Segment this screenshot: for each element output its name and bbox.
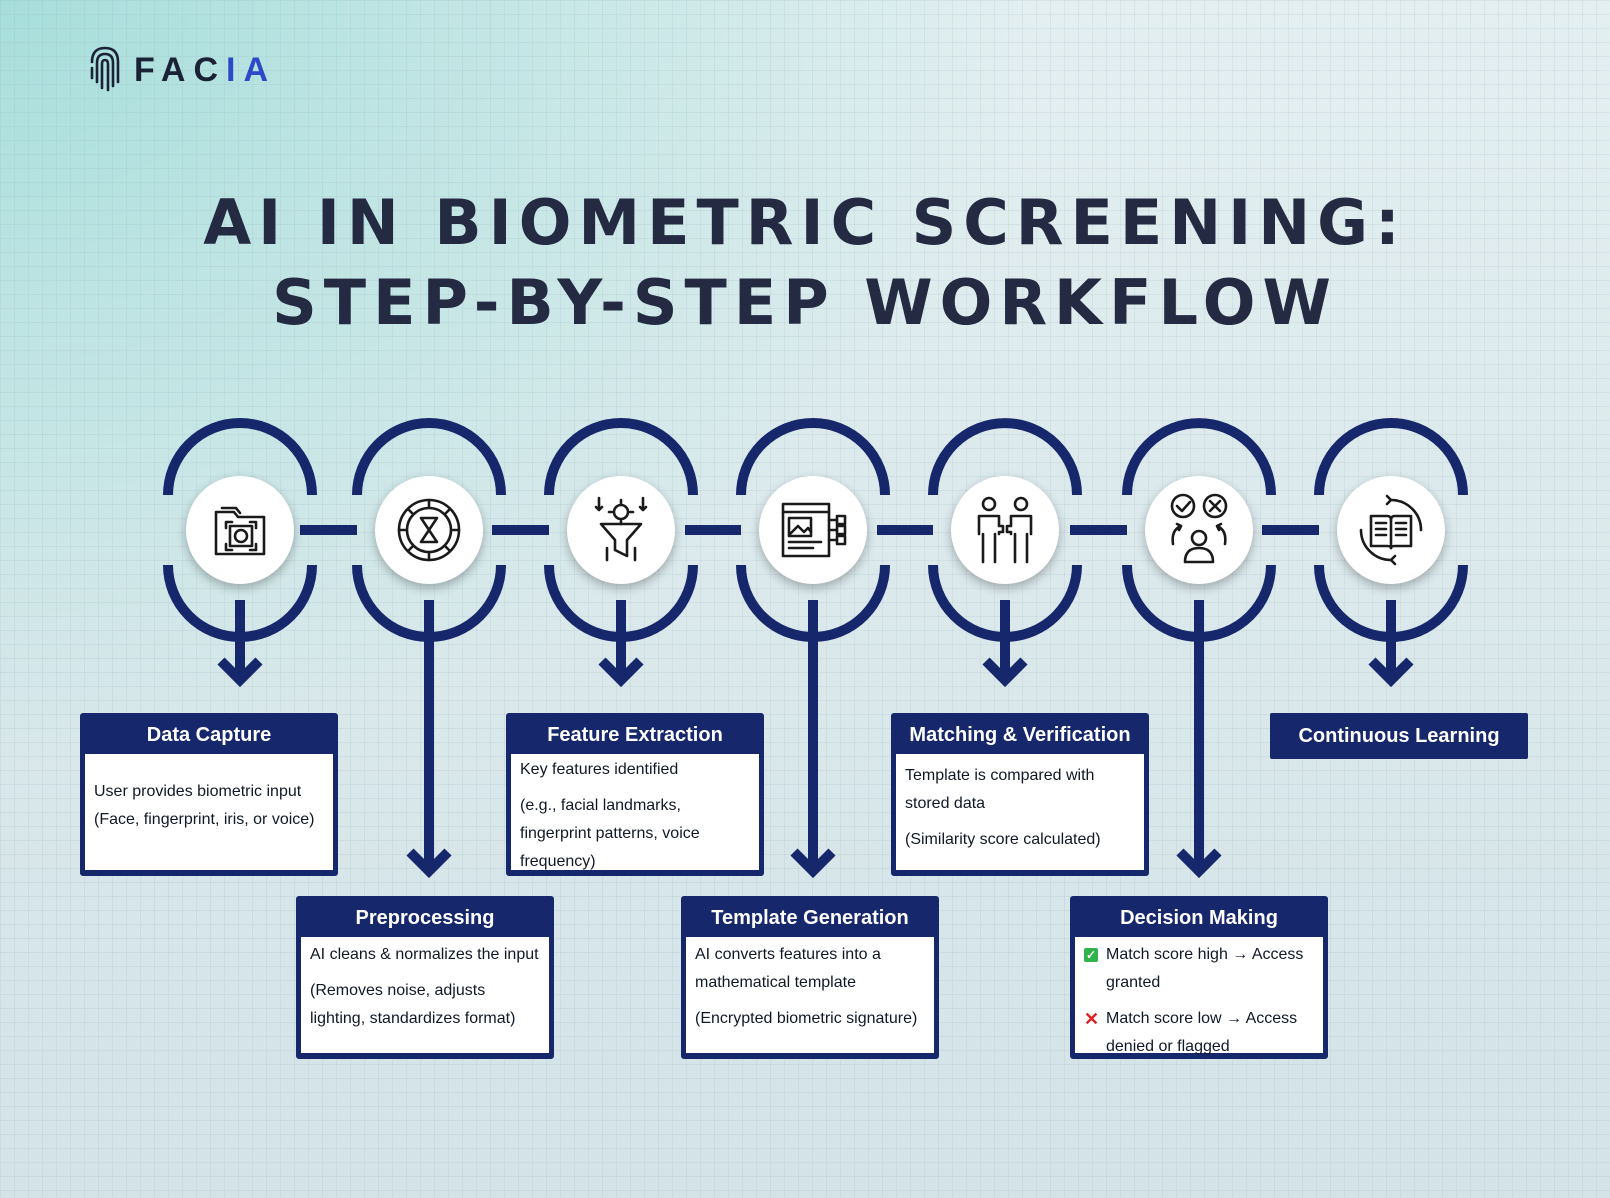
- step-label: Feature Extraction: [547, 724, 723, 746]
- step-text: AI converts features into a mathematical…: [695, 946, 881, 991]
- step-text: (Encrypted biometric signature): [695, 1010, 918, 1027]
- step-box-template-generation: Template Generation AI converts features…: [681, 896, 939, 1059]
- check-icon: ✓: [1084, 948, 1098, 962]
- step-box-matching-verification: Matching & Verification Template is comp…: [891, 713, 1149, 876]
- step-label: Preprocessing: [355, 907, 495, 929]
- people-puzzle-icon: [977, 496, 1033, 564]
- gear-hourglass-icon: [397, 498, 461, 562]
- step-text: Template is compared with stored data: [905, 767, 1095, 812]
- cross-icon: ✕: [1084, 1009, 1100, 1029]
- browser-template-icon: [781, 502, 847, 558]
- facia-logo: FACIA: [86, 44, 276, 96]
- step-text: Match score low → Access denied or flagg…: [1106, 1010, 1298, 1055]
- step-label: Template Generation: [711, 907, 909, 929]
- book-cycle-icon: [1359, 494, 1423, 566]
- decision-item-denied: ✕ Match score low → Access denied or fla…: [1084, 1005, 1314, 1061]
- step-box-data-capture: Data Capture User provides biometric inp…: [80, 713, 338, 876]
- title-line-1: AI IN BIOMETRIC SCREENING:: [203, 186, 1407, 259]
- fingerprint-icon: [90, 46, 120, 92]
- step-label: Matching & Verification: [909, 724, 1131, 746]
- step-text: Match score high → Access granted: [1106, 946, 1304, 991]
- down-arrow-icon: [217, 657, 263, 688]
- down-arrow-icon: [406, 848, 452, 879]
- decision-item-granted: ✓ Match score high → Access granted: [1084, 941, 1314, 997]
- step-description: Key features identified (e.g., facial la…: [511, 754, 759, 870]
- down-arrow-icon: [1368, 657, 1414, 688]
- ring: [352, 418, 506, 496]
- step-description: AI converts features into a mathematical…: [686, 937, 934, 1053]
- step-2-icon-circle: [375, 476, 483, 584]
- step-box-decision-making: Decision Making ✓ Match score high → Acc…: [1070, 896, 1328, 1059]
- down-arrow-icon: [598, 657, 644, 688]
- step-6-icon-circle: [1145, 476, 1253, 584]
- ring: [544, 418, 698, 496]
- step-label: Data Capture: [146, 724, 272, 746]
- step-label: Decision Making: [1120, 907, 1278, 929]
- person-decision-icon: [1170, 493, 1228, 564]
- down-arrow-icon: [1176, 848, 1222, 879]
- down-arrow-icon: [982, 657, 1028, 688]
- step-description: Template is compared with stored data (S…: [896, 754, 1144, 870]
- folder-face-scan-icon: [214, 506, 266, 556]
- title-line-2: STEP-BY-STEP WORKFLOW: [272, 266, 1338, 339]
- down-arrow-icon: [790, 848, 836, 879]
- step-text: (Removes noise, adjusts lighting, standa…: [310, 982, 516, 1027]
- step-5-icon-circle: [951, 476, 1059, 584]
- step-description: ✓ Match score high → Access granted ✕ Ma…: [1075, 937, 1323, 1055]
- ring: [163, 418, 317, 496]
- ring: [736, 418, 890, 496]
- step-text: (e.g., facial landmarks, fingerprint pat…: [520, 797, 700, 870]
- ring: [1122, 418, 1276, 496]
- gear-funnel-icon: [594, 496, 648, 562]
- ring: [1314, 418, 1468, 496]
- step-description: User provides biometric input (Face, fin…: [85, 754, 333, 870]
- step-text: User provides biometric input (Face, fin…: [94, 783, 315, 828]
- step-text: (Similarity score calculated): [905, 831, 1101, 848]
- step-box-feature-extraction: Feature Extraction Key features identifi…: [506, 713, 764, 876]
- step-3-icon-circle: [567, 476, 675, 584]
- step-description: AI cleans & normalizes the input (Remove…: [301, 937, 549, 1053]
- ring: [928, 418, 1082, 496]
- step-text: Key features identified: [520, 761, 679, 778]
- step-text: AI cleans & normalizes the input: [310, 946, 539, 963]
- step-box-preprocessing: Preprocessing AI cleans & normalizes the…: [296, 896, 554, 1059]
- step-box-continuous-learning: Continuous Learning: [1270, 713, 1528, 759]
- step-1-icon-circle: [186, 476, 294, 584]
- step-4-icon-circle: [759, 476, 867, 584]
- brand-name: FACIA: [134, 50, 276, 89]
- step-7-icon-circle: [1337, 476, 1445, 584]
